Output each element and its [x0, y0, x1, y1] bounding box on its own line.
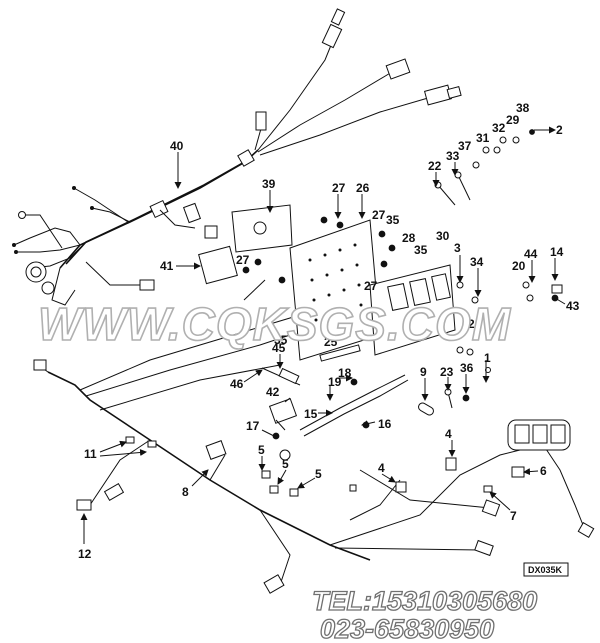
callout-27c: 27	[236, 253, 250, 267]
callout-22: 22	[428, 159, 442, 173]
callout-4a: 4	[445, 427, 452, 441]
sensor-41	[198, 245, 238, 285]
callout-11: 11	[84, 447, 97, 461]
callout-5b: 5	[282, 457, 289, 471]
callout-39: 39	[262, 177, 276, 191]
callout-12: 12	[78, 547, 92, 561]
callout-26: 26	[356, 181, 370, 195]
callout-35c: 35	[274, 333, 288, 347]
drawing-code-text: DX035K	[528, 565, 563, 575]
callout-43: 43	[566, 299, 580, 313]
callout-31: 31	[476, 131, 490, 145]
callout-4b: 4	[378, 461, 385, 475]
callout-30: 30	[436, 229, 450, 243]
callout-numbers: 1 2 3 4 4 5 5 5 6 7 8 9 11 12 14 15 16 1…	[78, 101, 580, 561]
callout-27b: 27	[372, 208, 386, 222]
callout-28: 28	[402, 231, 416, 245]
watermark-tel: TEL:15310305680	[312, 586, 537, 616]
callout-1: 1	[484, 351, 491, 365]
drawing-code: DX035K	[523, 562, 569, 577]
callout-40: 40	[170, 139, 184, 153]
callout-8: 8	[182, 485, 189, 499]
upper-wiring-harness	[12, 8, 462, 306]
callout-33: 33	[446, 149, 460, 163]
callout-2: 2	[556, 123, 563, 137]
callout-9: 9	[420, 365, 427, 379]
callout-17: 17	[246, 419, 260, 433]
callout-32: 32	[492, 121, 506, 135]
callout-25: 25	[324, 335, 338, 349]
callout-6: 6	[540, 464, 547, 478]
hardware	[242, 129, 563, 461]
leader-lines	[80, 126, 566, 544]
bracket-39	[231, 204, 293, 253]
callout-18: 18	[338, 366, 352, 380]
watermark-site: WWW.CQKSGS.COM	[38, 298, 512, 350]
callout-27a: 27	[332, 181, 346, 195]
callout-24: 24	[468, 317, 482, 331]
callout-37: 37	[458, 139, 472, 153]
callout-42: 42	[266, 385, 280, 399]
callout-23: 23	[440, 365, 454, 379]
callout-41: 41	[160, 259, 174, 273]
callout-15: 15	[304, 407, 318, 421]
callout-34: 34	[470, 255, 484, 269]
callout-20: 20	[512, 259, 526, 273]
callout-38: 38	[516, 101, 530, 115]
callout-46: 46	[230, 377, 244, 391]
watermark: WWW.CQKSGS.COM TEL:15310305680 023-65830…	[37, 297, 538, 643]
callout-27d: 27	[364, 279, 378, 293]
callout-45: 45	[272, 341, 286, 355]
callout-3: 3	[454, 241, 461, 255]
callout-7: 7	[510, 509, 517, 523]
callout-36: 36	[460, 361, 474, 375]
callout-19: 19	[328, 375, 342, 389]
callout-44: 44	[524, 247, 538, 261]
callout-14: 14	[550, 245, 564, 259]
callout-16: 16	[378, 417, 392, 431]
callout-35b: 35	[414, 243, 428, 257]
connector-cluster	[507, 419, 571, 451]
callout-5c: 5	[315, 467, 322, 481]
callout-5a: 5	[258, 443, 265, 457]
callout-35a: 35	[386, 213, 400, 227]
watermark-phone: 023-65830950	[320, 614, 494, 643]
ecm-module	[289, 219, 456, 361]
lower-wiring-harness	[33, 314, 595, 594]
callout-29: 29	[506, 113, 520, 127]
